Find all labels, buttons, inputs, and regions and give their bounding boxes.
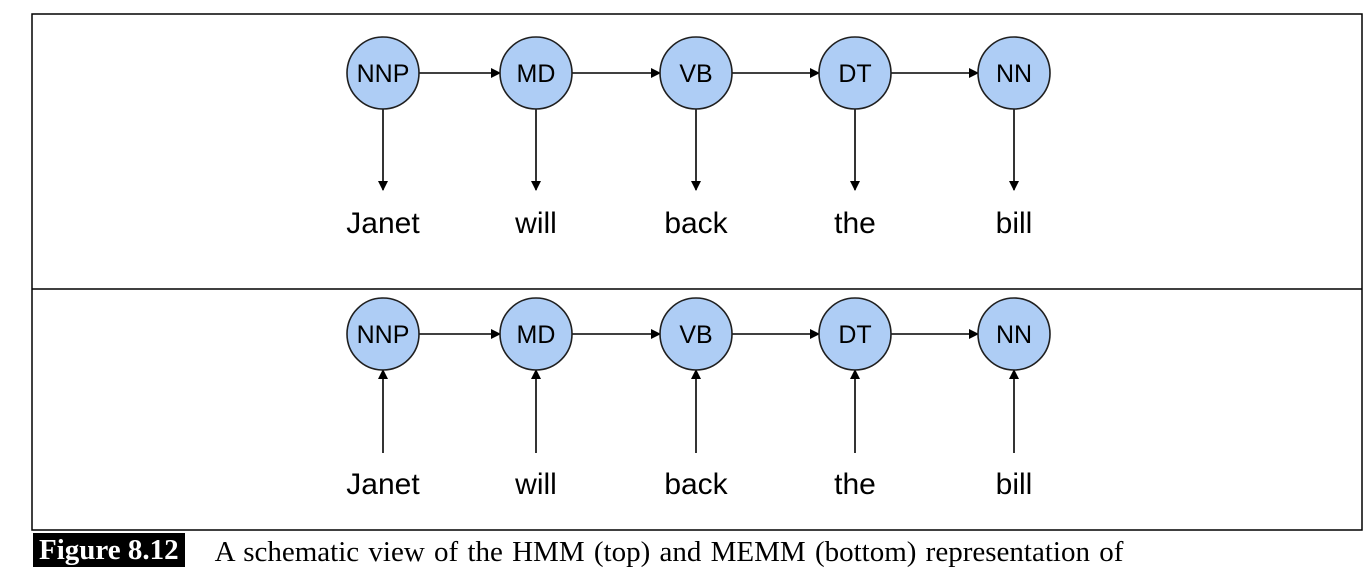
- word-label: Janet: [346, 207, 420, 240]
- panel-hmm: Janet will back the bill NNP MD VB DT NN: [346, 36, 1051, 240]
- tag-label: VB: [679, 60, 712, 88]
- tag-node: MD: [499, 36, 573, 110]
- tag-node-circle: [659, 36, 733, 110]
- tag-node-circle: [818, 36, 892, 110]
- tag-node: NN: [977, 36, 1051, 110]
- tag-node-circle: [977, 297, 1051, 371]
- word-label: the: [834, 207, 876, 240]
- tag-node: NN: [977, 297, 1051, 371]
- panel-memm: Janet will back the bill NNP MD VB DT NN: [346, 297, 1051, 501]
- word-label: back: [664, 207, 728, 240]
- tag-node-circle: [659, 297, 733, 371]
- word-label: back: [664, 468, 728, 501]
- tag-label: DT: [838, 60, 871, 88]
- word-label: bill: [996, 468, 1033, 501]
- tag-node-circle: [499, 297, 573, 371]
- tag-label: MD: [517, 321, 556, 349]
- word-label: bill: [996, 207, 1033, 240]
- tag-node: DT: [818, 297, 892, 371]
- tag-node-circle: [346, 36, 420, 110]
- tag-node-circle: [818, 297, 892, 371]
- tag-node-circle: [346, 297, 420, 371]
- tag-label: DT: [838, 321, 871, 349]
- word-label: will: [514, 207, 557, 240]
- figure-border: [31, 13, 1363, 531]
- tag-label: NNP: [357, 60, 410, 88]
- tag-label: NNP: [357, 321, 410, 349]
- word-label: Janet: [346, 468, 420, 501]
- tag-node: VB: [659, 297, 733, 371]
- word-label: will: [514, 468, 557, 501]
- tag-node-circle: [499, 36, 573, 110]
- tag-node: NNP: [346, 297, 420, 371]
- word-label: the: [834, 468, 876, 501]
- tag-label: MD: [517, 60, 556, 88]
- tag-node-circle: [977, 36, 1051, 110]
- figure-label: Figure 8.12: [33, 533, 185, 567]
- tag-label: NN: [996, 60, 1032, 88]
- figure-caption: Figure 8.12 A schematic view of the HMM (…: [33, 532, 1363, 572]
- tag-node: MD: [499, 297, 573, 371]
- caption-text: A schematic view of the HMM (top) and ME…: [214, 536, 1124, 568]
- tag-label: VB: [679, 321, 712, 349]
- tag-node: NNP: [346, 36, 420, 110]
- tag-node: VB: [659, 36, 733, 110]
- tag-node: DT: [818, 36, 892, 110]
- tag-label: NN: [996, 321, 1032, 349]
